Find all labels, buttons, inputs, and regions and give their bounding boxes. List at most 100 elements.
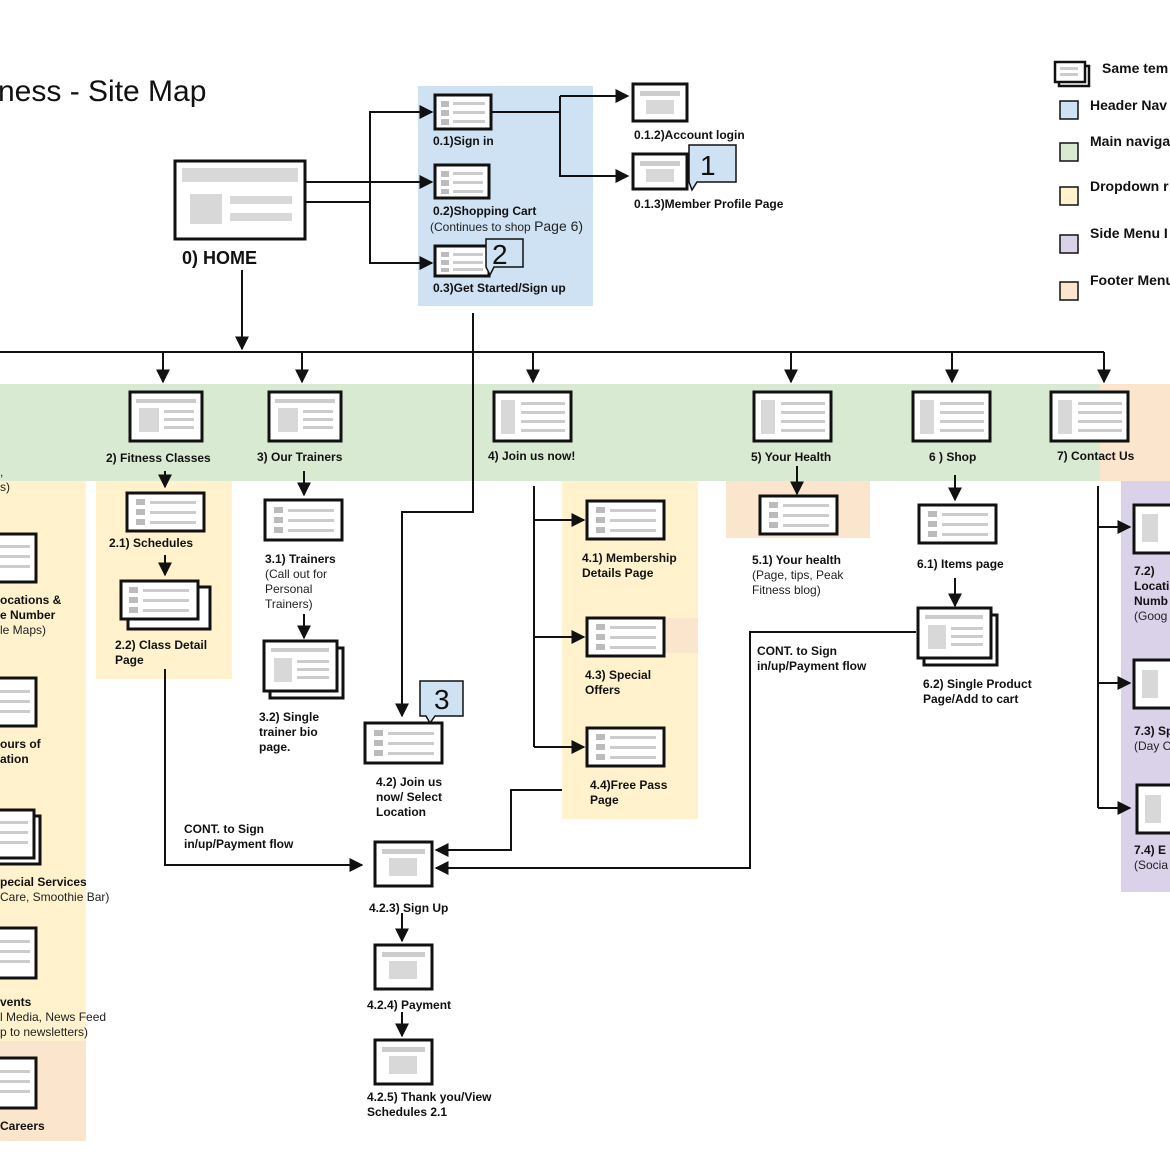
- svg-text:1: 1: [700, 150, 716, 181]
- left-hours-icon: [0, 676, 38, 728]
- svg-text:Dropdown r: Dropdown r: [1090, 178, 1169, 194]
- special-offers-page-icon: [585, 616, 666, 658]
- home-label: 0) HOME: [182, 248, 257, 268]
- svg-text:Side Menu I: Side Menu I: [1090, 225, 1168, 241]
- svg-text:Header Nav: Header Nav: [1090, 97, 1167, 113]
- health-label-b: (Page, tips, Peak: [752, 568, 844, 582]
- svg-text:3: 3: [434, 684, 450, 715]
- contact-locations-label-a: 7.2): [1134, 564, 1155, 578]
- left-special-services-icon: [0, 808, 42, 866]
- class-detail-label-a: 2.2) Class Detail: [115, 638, 207, 652]
- sign-up-page-icon: [373, 840, 434, 888]
- contact-locations-icon: [1132, 503, 1170, 555]
- payment-label: 4.2.4) Payment: [367, 998, 451, 1012]
- items-label: 6.1) Items page: [917, 557, 1004, 571]
- legend: Same tem Header Nav Main naviga Dropdown…: [1053, 60, 1170, 301]
- nav-health-label: 5) Your Health: [751, 450, 831, 464]
- nav-shop-label: 6 ) Shop: [929, 450, 976, 464]
- trainers-page-icon: [263, 498, 344, 542]
- left-events-label-b: l Media, News Feed: [0, 1010, 106, 1024]
- nav-contact-label: 7) Contact Us: [1057, 449, 1135, 463]
- left-careers-label: Careers: [0, 1119, 45, 1133]
- left-locations-label-a: ocations &: [0, 593, 62, 607]
- free-pass-page-icon: [585, 726, 666, 768]
- nav-join-label: 4) Join us now!: [488, 449, 575, 463]
- sign-up-label: 4.2.3) Sign Up: [369, 901, 448, 915]
- contact-special-label-b: (Day C: [1134, 739, 1170, 753]
- contact-special-icon: [1132, 658, 1170, 710]
- left-events-icon: [0, 926, 38, 980]
- trainers-label-d: Trainers): [265, 597, 313, 611]
- payment-page-icon: [373, 943, 434, 991]
- left-locations-icon: [0, 532, 38, 584]
- classes-cont-label-b: in/up/Payment flow: [184, 837, 294, 851]
- trainer-bio-page-icon: [262, 639, 345, 700]
- svg-text:Main naviga: Main naviga: [1090, 133, 1170, 149]
- contact-events-label-b: (Socia: [1134, 858, 1168, 872]
- legend-dropdown: Dropdown r: [1059, 178, 1169, 206]
- svg-text:Footer Menu: Footer Menu: [1090, 272, 1170, 288]
- schedules-label: 2.1) Schedules: [109, 536, 193, 550]
- nav-health-icon: [752, 390, 833, 443]
- contact-events-label-a: 7.4) E: [1134, 843, 1166, 857]
- member-profile-label: 0.1.3)Member Profile Page: [634, 197, 784, 211]
- member-profile-page-icon: [631, 152, 689, 191]
- contact-special-label-a: 7.3) Sp: [1134, 724, 1170, 738]
- offers-footer-zone: [665, 618, 698, 653]
- trainers-label-b: (Call out for: [265, 567, 327, 581]
- items-page-icon: [917, 503, 998, 545]
- svg-text:Same tem: Same tem: [1102, 60, 1168, 76]
- thank-you-label-a: 4.2.5) Thank you/View: [367, 1090, 492, 1104]
- select-location-page-icon: [363, 721, 444, 765]
- nav-fitness-classes-label: 2) Fitness Classes: [106, 451, 211, 465]
- contact-locations-label-d: (Goog: [1134, 609, 1167, 623]
- left-top-text-b: s): [0, 480, 10, 494]
- sign-in-page-icon: [433, 93, 493, 131]
- callout-3: 3: [419, 680, 464, 725]
- trainers-label-a: 3.1) Trainers: [265, 552, 336, 566]
- offers-label-a: 4.3) Special: [585, 668, 651, 682]
- left-locations-label-b: e Number: [0, 608, 56, 622]
- membership-label-a: 4.1) Membership: [582, 551, 677, 565]
- nav-join-icon: [492, 390, 573, 443]
- select-location-label-c: Location: [376, 805, 426, 819]
- trainer-bio-label-a: 3.2) Single: [259, 710, 319, 724]
- membership-label-b: Details Page: [582, 566, 654, 580]
- account-login-label: 0.1.2)Account login: [634, 128, 745, 142]
- left-special-label-b: Care, Smoothie Bar): [0, 890, 109, 904]
- classes-cont-label-a: CONT. to Sign: [184, 822, 264, 836]
- left-hours-label-a: ours of: [0, 737, 42, 751]
- get-started-label: 0.3)Get Started/Sign up: [433, 281, 566, 295]
- trainer-bio-label-b: trainer bio: [259, 725, 318, 739]
- account-login-page-icon: [631, 82, 689, 123]
- health-label-c: Fitness blog): [752, 583, 821, 597]
- nav-fitness-classes-icon: [128, 390, 204, 443]
- contact-events-icon: [1135, 783, 1170, 835]
- page-title: ness - Site Map: [0, 75, 206, 108]
- membership-page-icon: [585, 499, 666, 541]
- single-product-label-a: 6.2) Single Product: [923, 677, 1032, 691]
- schedules-page-icon: [125, 491, 206, 533]
- shop-cont-label-b: in/up/Payment flow: [757, 659, 867, 673]
- sign-in-label: 0.1)Sign in: [433, 134, 494, 148]
- select-location-label-a: 4.2) Join us: [376, 775, 442, 789]
- contact-locations-label-b: Locati: [1134, 579, 1169, 593]
- left-hours-label-b: ation: [0, 752, 29, 766]
- single-product-page-icon: [916, 606, 999, 667]
- free-pass-label-b: Page: [590, 793, 619, 807]
- trainers-label-c: Personal: [265, 582, 312, 596]
- thank-you-page-icon: [373, 1038, 434, 1086]
- cart-label: 0.2)Shopping Cart: [433, 204, 536, 218]
- left-events-label-c: p to newsletters): [0, 1025, 88, 1039]
- your-health-page-icon: [758, 494, 839, 536]
- home-page-icon: [173, 159, 307, 241]
- trainer-bio-label-c: page.: [259, 740, 290, 754]
- nav-trainers-icon: [267, 390, 343, 443]
- left-special-label-a: pecial Services: [0, 875, 87, 889]
- get-started-page-icon: [433, 244, 491, 278]
- single-product-label-b: Page/Add to cart: [923, 692, 1018, 706]
- legend-footer: Footer Menu: [1059, 272, 1170, 301]
- nav-trainers-label: 3) Our Trainers: [257, 450, 343, 464]
- class-detail-page-icon: [119, 579, 212, 631]
